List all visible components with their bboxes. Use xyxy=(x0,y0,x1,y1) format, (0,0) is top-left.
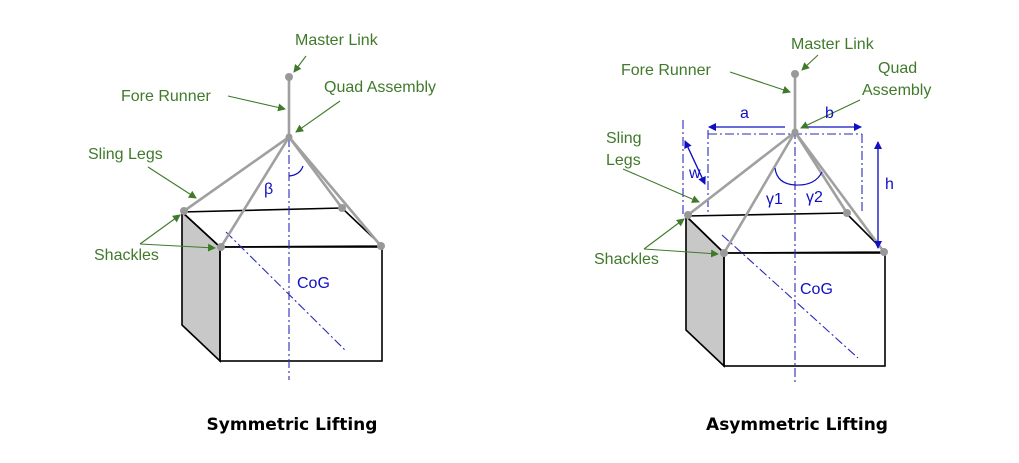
h-label: h xyxy=(885,176,894,193)
shackle xyxy=(338,204,346,212)
shackle xyxy=(684,211,692,219)
gamma2-label: γ2 xyxy=(806,189,823,206)
shackle xyxy=(217,243,225,251)
shackles-label: Shackles xyxy=(94,247,159,264)
beta-label: β xyxy=(264,181,273,198)
fore-runner-label: Fore Runner xyxy=(121,88,211,105)
cog-label: CoG xyxy=(800,281,833,298)
b-label: b xyxy=(825,105,834,122)
asymmetric-diagram: Master Link Fore Runner Quad Assembly Sl… xyxy=(594,36,931,435)
gamma1-angle-arc xyxy=(774,167,796,186)
sling-legs xyxy=(687,130,886,254)
quad-assembly-label: Quad Assembly xyxy=(324,79,436,96)
box-side-face xyxy=(181,210,221,363)
shackle xyxy=(180,207,188,215)
master-link xyxy=(791,70,799,78)
gamma1-label: γ1 xyxy=(766,191,783,208)
sling-legs-label-line2: Legs xyxy=(606,152,641,169)
sling-legs-label: Sling Legs xyxy=(88,146,163,163)
a-label: a xyxy=(740,105,749,122)
beta-angle-arc xyxy=(288,165,304,177)
cog-label: CoG xyxy=(297,275,330,292)
w-label: w xyxy=(688,165,701,182)
symmetric-caption: Symmetric Lifting xyxy=(207,415,378,435)
master-link-label: Master Link xyxy=(295,32,379,49)
quad-assembly-label-line1: Quad xyxy=(878,60,917,77)
sling-legs-label-line1: Sling xyxy=(606,130,642,147)
box-side-face xyxy=(685,214,725,368)
box xyxy=(180,207,384,363)
shackle xyxy=(880,248,888,256)
master-link xyxy=(285,73,293,81)
cog-diagonal-axis xyxy=(225,231,346,351)
master-link-label: Master Link xyxy=(791,36,875,53)
cog-diagonal-axis xyxy=(721,234,859,359)
box-front-face xyxy=(219,246,383,362)
shackle xyxy=(377,242,385,250)
sling-legs xyxy=(183,135,382,248)
quad-assembly xyxy=(791,128,799,136)
shackle xyxy=(843,209,851,217)
fore-runner-label: Fore Runner xyxy=(621,62,711,79)
asymmetric-caption: Asymmetric Lifting xyxy=(706,415,888,435)
box-front-face xyxy=(723,252,886,367)
gamma2-angle-arc xyxy=(794,171,823,186)
box xyxy=(684,212,887,368)
symmetric-diagram: Master Link Fore Runner Quad Assembly Sl… xyxy=(88,32,436,435)
shackles-label: Shackles xyxy=(594,251,659,268)
shackle xyxy=(720,249,728,257)
quad-assembly-label-line2: Assembly xyxy=(862,82,931,99)
quad-assembly xyxy=(285,133,293,141)
